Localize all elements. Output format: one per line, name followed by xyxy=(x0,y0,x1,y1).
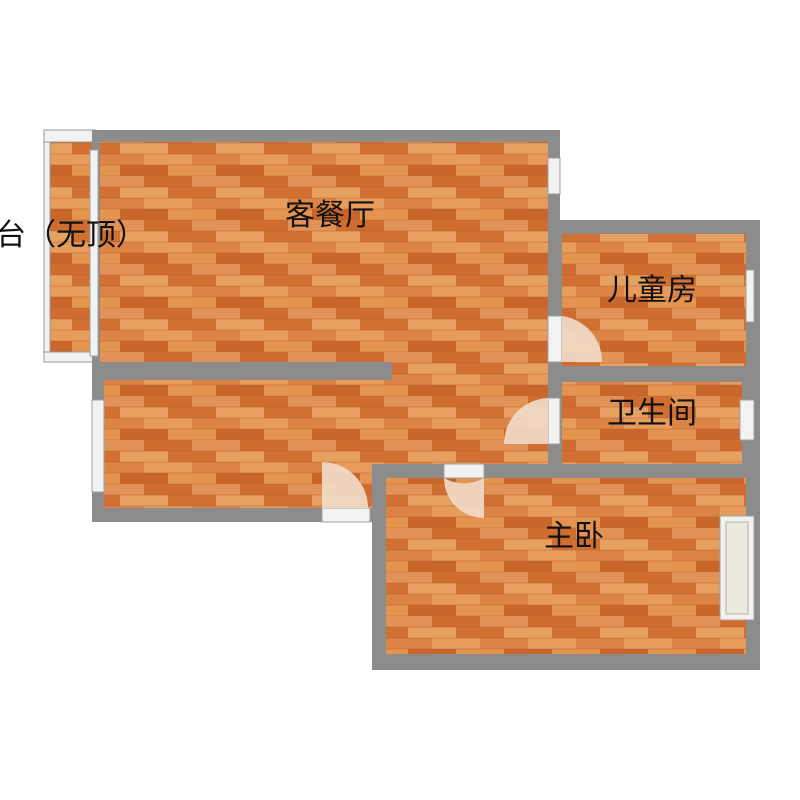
bathroom-label: 卫生间 xyxy=(607,396,697,431)
bathroom-window xyxy=(739,399,755,441)
living-window xyxy=(547,157,561,195)
balcony-door-glass xyxy=(89,149,99,357)
bathroom-door-frame xyxy=(547,397,561,445)
kids-room-window xyxy=(745,269,755,323)
entrance-door-swing xyxy=(322,462,368,508)
kids-room-label: 儿童房 xyxy=(607,273,697,308)
kids-room xyxy=(547,220,760,380)
master-door-frame xyxy=(443,463,485,479)
living-dining-room xyxy=(89,130,561,380)
partition-wall xyxy=(100,362,392,376)
bathroom xyxy=(504,368,760,478)
entrance-door-frame xyxy=(321,507,371,523)
master-bedroom-label: 主卧 xyxy=(544,519,604,554)
living-dining-label: 客餐厅 xyxy=(285,198,375,233)
bay-window xyxy=(725,521,749,615)
master-door-swing xyxy=(444,478,484,518)
bathroom-door-swing xyxy=(504,398,548,444)
hallway-window xyxy=(91,399,105,493)
balcony xyxy=(43,129,97,363)
kids-room-door-frame xyxy=(547,315,563,363)
kids-room-door-swing xyxy=(562,316,603,362)
balcony-label: 台（无顶） xyxy=(0,218,146,253)
master-bedroom xyxy=(372,463,760,670)
